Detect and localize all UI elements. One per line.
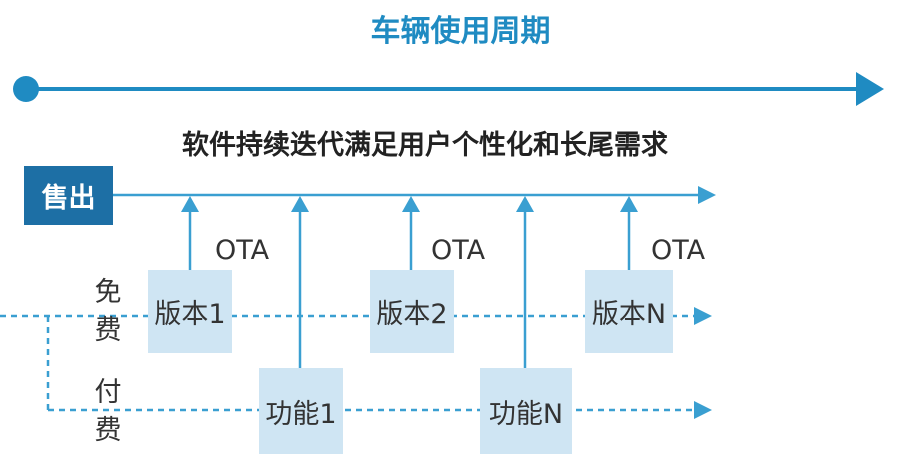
feature-n-box: 功能N — [480, 368, 572, 454]
sold-label: 售出 — [41, 183, 96, 214]
version-2-label: 版本2 — [376, 299, 448, 330]
ota-label-1: OTA — [215, 235, 270, 266]
feature-1-label: 功能1 — [265, 398, 337, 430]
lifecycle-title: 车辆使用周期 — [370, 14, 551, 49]
version-2-arrowhead — [402, 196, 420, 212]
sold-badge: 售出 — [24, 166, 113, 225]
feature-1-box: 功能1 — [259, 368, 343, 454]
paid-tier-arrowhead — [694, 401, 712, 419]
lifecycle-arrowhead — [856, 72, 884, 106]
ota-label-3: OTA — [651, 235, 706, 266]
free-tier-char-2: 费 — [94, 315, 122, 346]
version-n-arrowhead — [620, 196, 638, 212]
version-1-label: 版本1 — [154, 299, 226, 330]
feature-n-label: 功能N — [488, 398, 564, 430]
diagram-subtitle: 软件持续迭代满足用户个性化和长尾需求 — [182, 130, 668, 161]
version-2-box: 版本2 — [370, 270, 454, 353]
version-1-arrowhead — [181, 196, 199, 212]
ota-label-2: OTA — [431, 235, 486, 266]
version-n-label: 版本N — [591, 299, 667, 330]
paid-tier-char-1: 付 — [94, 377, 122, 408]
free-tier-arrowhead — [694, 307, 712, 325]
feature-n-arrowhead — [516, 196, 534, 212]
paid-tier-label: 付 费 — [93, 374, 123, 450]
version-1-box: 版本1 — [148, 270, 232, 353]
version-n-box: 版本N — [585, 270, 673, 353]
paid-tier-char-2: 费 — [94, 415, 122, 446]
feature-1-arrowhead — [291, 196, 309, 212]
free-tier-char-1: 免 — [94, 277, 122, 308]
free-tier-label: 免 费 — [93, 274, 123, 350]
sold-line-arrowhead — [698, 186, 716, 204]
